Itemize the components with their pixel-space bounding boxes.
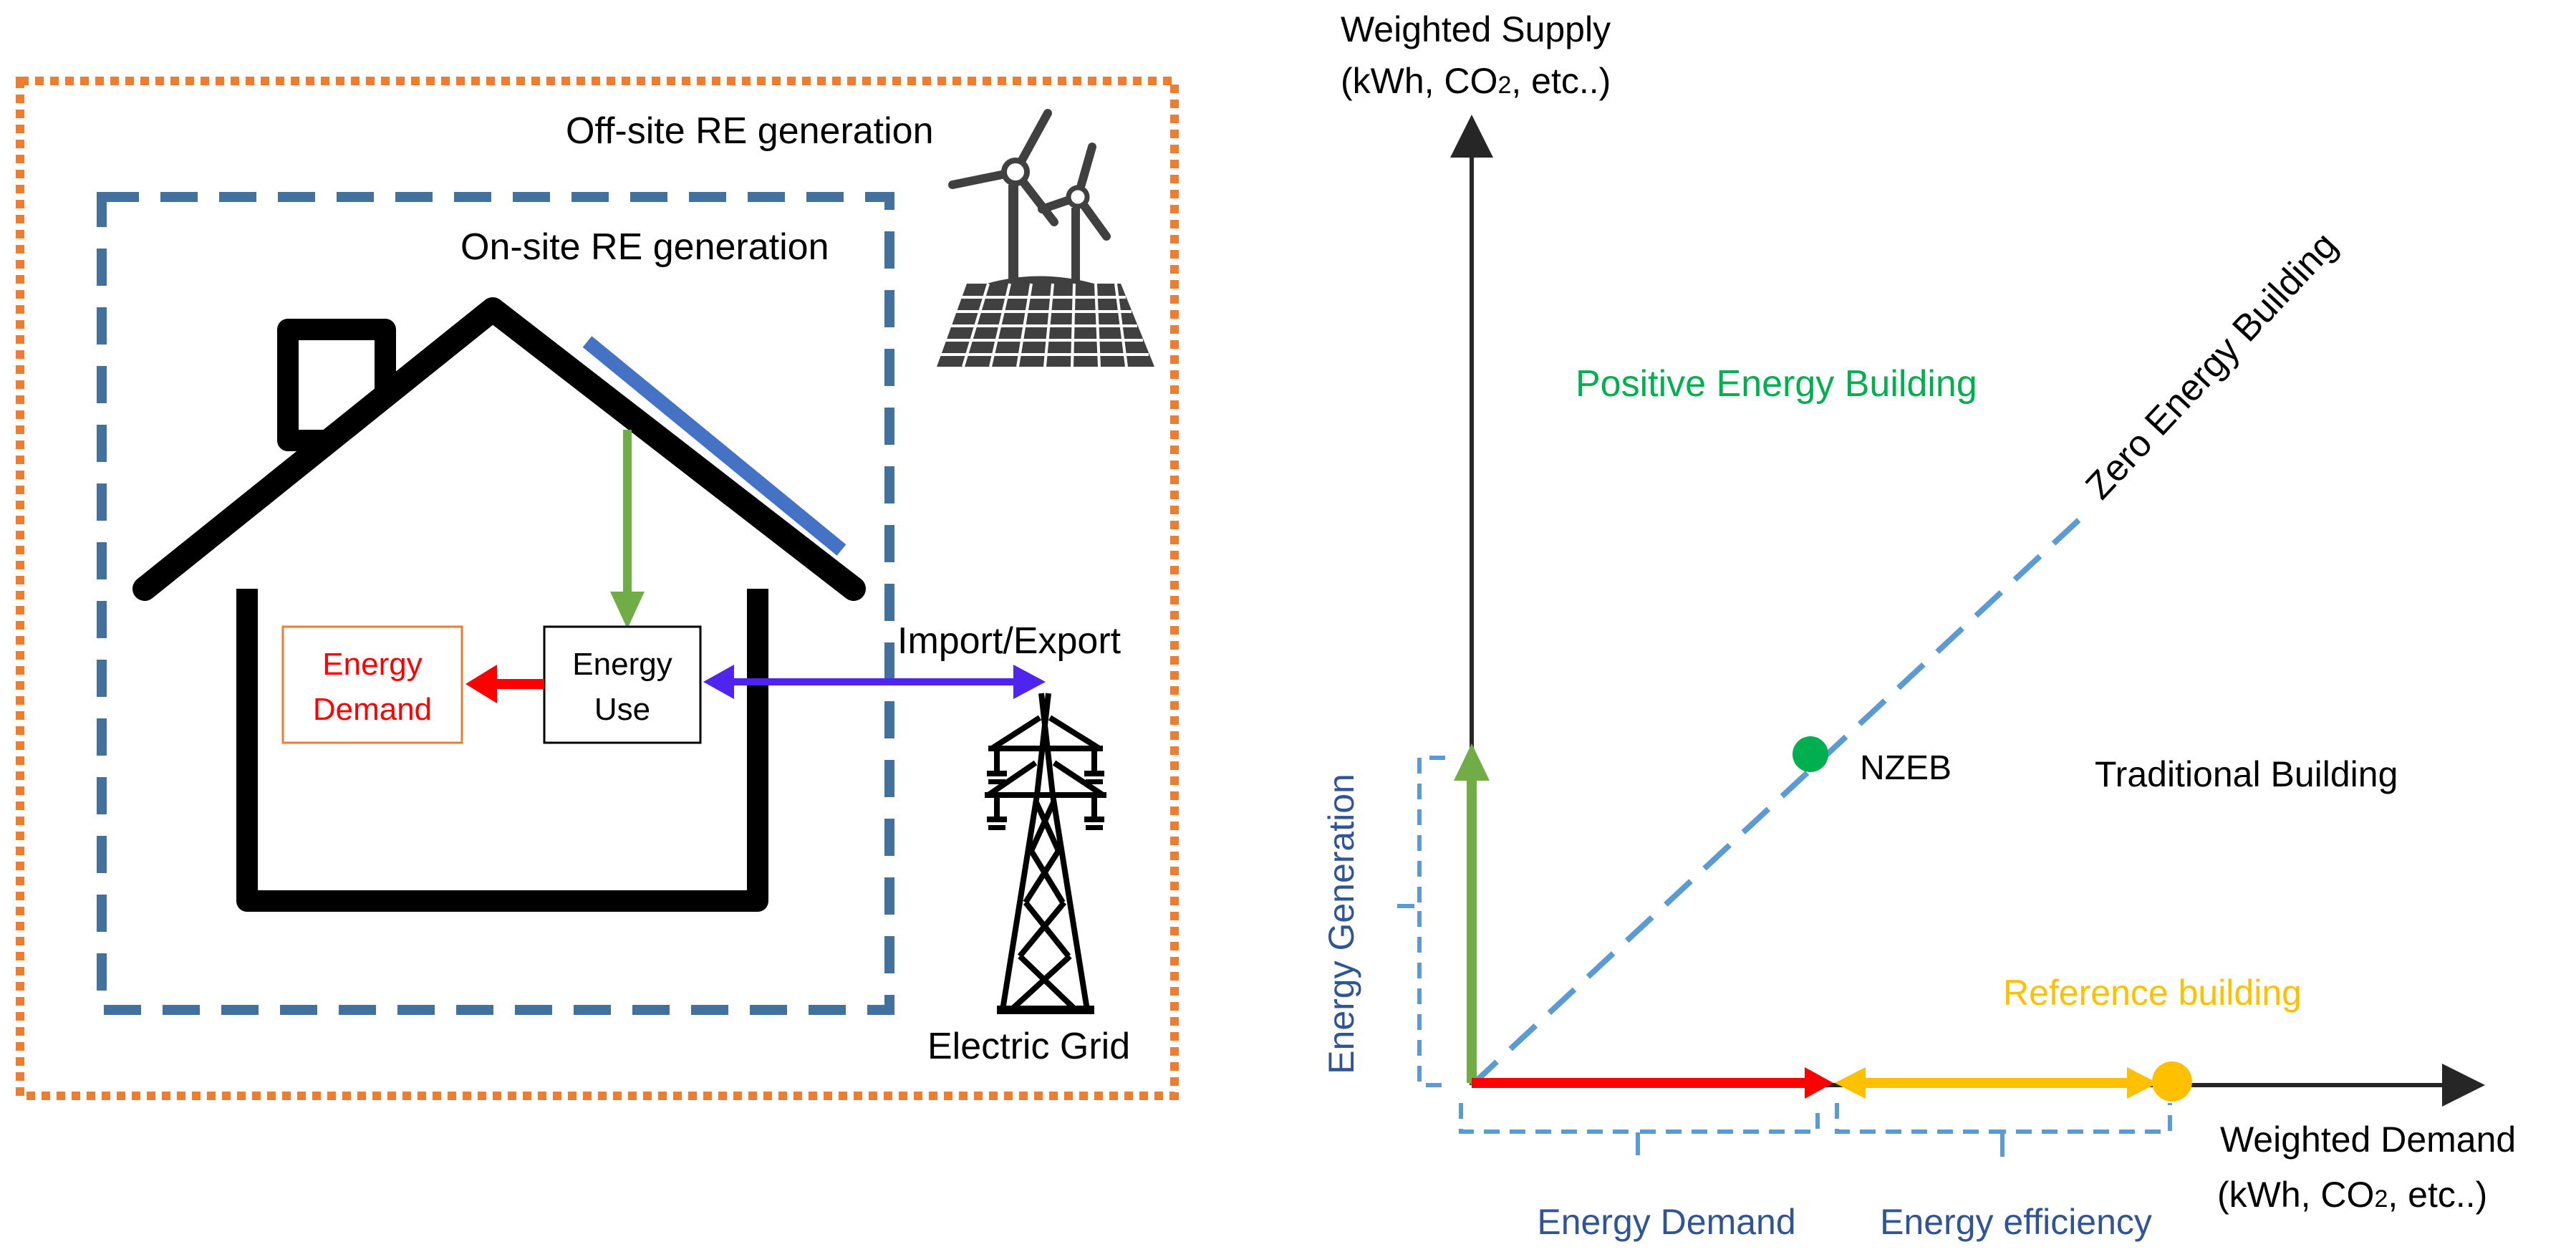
import-export-label: Import/Export <box>897 620 1121 662</box>
positive-energy-label: Positive Energy Building <box>1576 363 1977 405</box>
y-axis-label-line1: Weighted Supply <box>1341 9 1611 49</box>
energy-demand-line1: Energy <box>322 647 422 682</box>
wind-solar-icon <box>937 109 1154 367</box>
energy-demand-box <box>281 625 463 744</box>
import-export-arrow <box>703 665 1046 699</box>
x-axis-label-line1: Weighted Demand <box>2220 1119 2516 1160</box>
onsite-boundary <box>97 192 894 1015</box>
generation-bracket <box>1393 756 1445 1087</box>
x-axis-label-line2: (kWh, CO2, etc..) <box>2217 1175 2487 1215</box>
energy-efficiency-label: Energy efficiency <box>1880 1202 2152 1242</box>
power-tower-icon <box>985 693 1106 1014</box>
reference-building-label: Reference building <box>2003 973 2302 1013</box>
traditional-building-label: Traditional Building <box>2095 754 2398 794</box>
solar-to-use-arrow <box>610 430 645 629</box>
energy-demand-axis-label: Energy Demand <box>1537 1202 1795 1242</box>
energy-use-line2: Use <box>594 692 650 727</box>
energy-use-line1: Energy <box>572 647 672 682</box>
energy-demand-arrow <box>1472 1067 1833 1099</box>
nzeb-label: NZEB <box>1860 749 1952 787</box>
y-axis-label-line2: (kWh, CO2, etc..) <box>1341 61 1611 101</box>
energy-generation-label: Energy Generation <box>1321 774 1361 1074</box>
efficiency-bracket <box>1835 1103 2172 1157</box>
energy-generation-arrow <box>1454 743 1490 1083</box>
rooftop-solar-panel <box>582 336 846 556</box>
zero-energy-label: Zero Energy Building <box>2078 224 2345 507</box>
energy-efficiency-arrow <box>1835 1067 2158 1099</box>
demand-bracket <box>1459 1103 1820 1157</box>
nzeb-point <box>1793 736 1828 772</box>
energy-demand-line2: Demand <box>313 692 432 727</box>
use-to-demand-arrow <box>465 665 544 703</box>
house-icon <box>132 297 866 912</box>
energy-use-box <box>543 625 702 744</box>
electric-grid-label: Electric Grid <box>927 1026 1130 1067</box>
onsite-label: On-site RE generation <box>460 226 829 268</box>
zero-energy-line <box>1470 506 2093 1087</box>
offsite-label: Off-site RE generation <box>566 110 934 152</box>
tower-insulators <box>987 771 1104 830</box>
reference-point <box>2152 1061 2192 1102</box>
offsite-boundary <box>16 77 1179 1100</box>
